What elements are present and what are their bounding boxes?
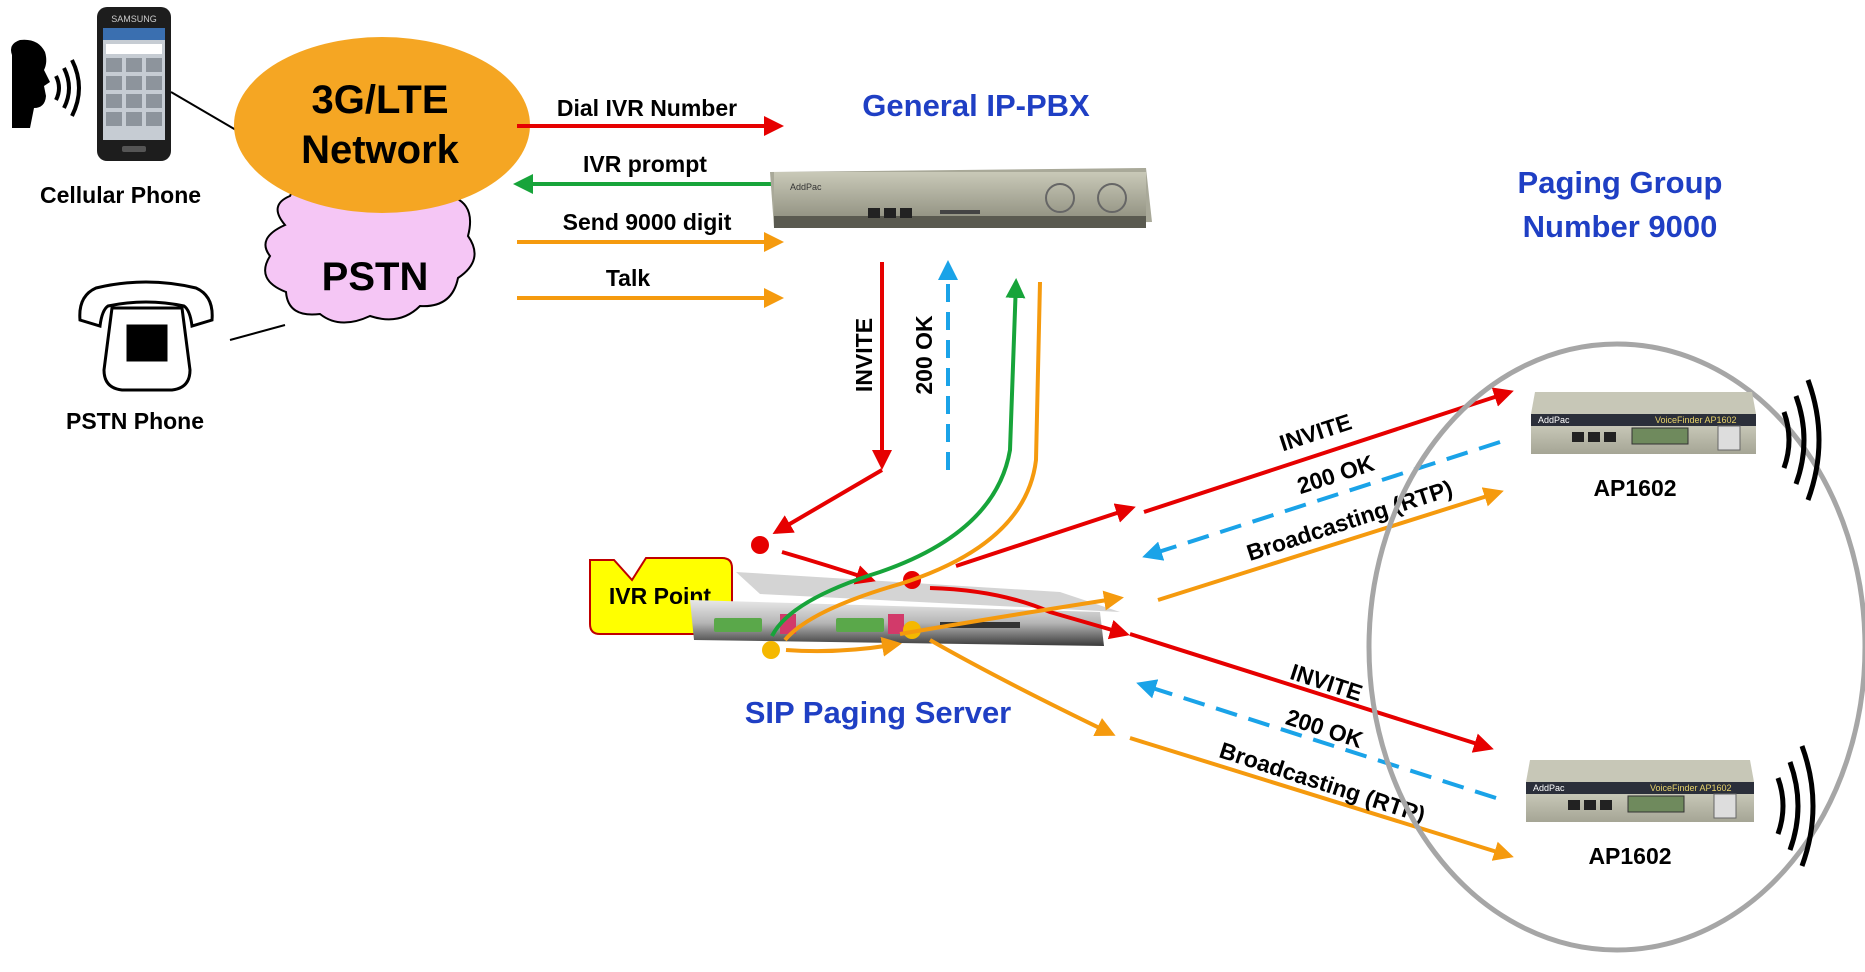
network-3g-lte: 3G/LTE Network bbox=[234, 37, 530, 213]
ok-top-arrow bbox=[1142, 440, 1501, 561]
telephone-icon bbox=[78, 280, 214, 392]
network-label-line2: Network bbox=[301, 128, 460, 172]
invite-bottom-arrow bbox=[1129, 632, 1494, 753]
send-digit-label: Send 9000 digit bbox=[563, 209, 732, 235]
pstn-link bbox=[229, 324, 286, 341]
ap-bottom-label: AP1602 bbox=[1588, 843, 1671, 869]
sound-waves-icon bbox=[54, 59, 81, 117]
paging-group-title-line2: Number 9000 bbox=[1523, 209, 1718, 244]
ap1602-top-device: AddPac VoiceFinder AP1602 bbox=[1531, 392, 1756, 454]
ivr-prompt-route bbox=[770, 278, 1026, 637]
talk-label: Talk bbox=[606, 265, 651, 291]
ok-bottom-arrow bbox=[1136, 679, 1497, 800]
invite-top-arrow bbox=[1143, 387, 1514, 514]
talk-route-up bbox=[783, 281, 1042, 642]
ap-top-brand: AddPac bbox=[1538, 415, 1570, 425]
ivr-prompt-label: IVR prompt bbox=[583, 151, 707, 177]
invite-pbx-label: INVITE bbox=[851, 318, 877, 392]
invite-to-ivr-arrow bbox=[772, 468, 884, 535]
phone-brand: SAMSUNG bbox=[111, 14, 157, 24]
ap-top-model: VoiceFinder AP1602 bbox=[1655, 415, 1737, 425]
speaking-person-icon bbox=[11, 39, 50, 128]
server-rtp-top-start bbox=[899, 590, 1124, 636]
ap-top-label: AP1602 bbox=[1593, 475, 1676, 501]
ok-pbx-label: 200 OK bbox=[911, 315, 937, 395]
phone-network-link bbox=[170, 91, 237, 131]
cellular-phone-label: Cellular Phone bbox=[40, 182, 201, 208]
invite-bottom-label: INVITE bbox=[1287, 659, 1366, 707]
ok-bottom-label: 200 OK bbox=[1283, 704, 1367, 753]
ip-pbx-title: General IP-PBX bbox=[862, 88, 1090, 123]
paging-group-title-line1: Paging Group bbox=[1518, 165, 1723, 200]
server-rtp-bottom-start bbox=[929, 638, 1116, 737]
media-internal-route bbox=[785, 636, 902, 657]
pstn-phone-label: PSTN Phone bbox=[66, 408, 204, 434]
sip-server-title: SIP Paging Server bbox=[745, 695, 1012, 730]
ap-bottom-brand: AddPac bbox=[1533, 783, 1565, 793]
sound-waves-icon bbox=[1781, 379, 1822, 501]
rtp-top-arrow bbox=[1157, 487, 1504, 602]
ap1602-bottom-device: AddPac VoiceFinder AP1602 bbox=[1526, 760, 1754, 822]
server-invite-top-start bbox=[955, 503, 1136, 568]
dial-ivr-label: Dial IVR Number bbox=[557, 95, 737, 121]
rtp-bottom-arrow bbox=[1129, 736, 1514, 861]
sound-waves-icon bbox=[1775, 745, 1816, 867]
ivr-invite-point bbox=[751, 536, 769, 554]
ap-bottom-model: VoiceFinder AP1602 bbox=[1650, 783, 1732, 793]
media-point-left bbox=[762, 641, 780, 659]
ip-pbx-device: AddPac bbox=[770, 168, 1152, 228]
paging-group-boundary bbox=[1366, 341, 1865, 953]
invite-top-label: INVITE bbox=[1276, 409, 1355, 457]
pstn-cloud-label: PSTN bbox=[322, 255, 429, 299]
pbx-brand: AddPac bbox=[790, 182, 822, 192]
network-label-line1: 3G/LTE bbox=[311, 78, 448, 122]
mobile-phone-icon: SAMSUNG bbox=[97, 7, 171, 161]
